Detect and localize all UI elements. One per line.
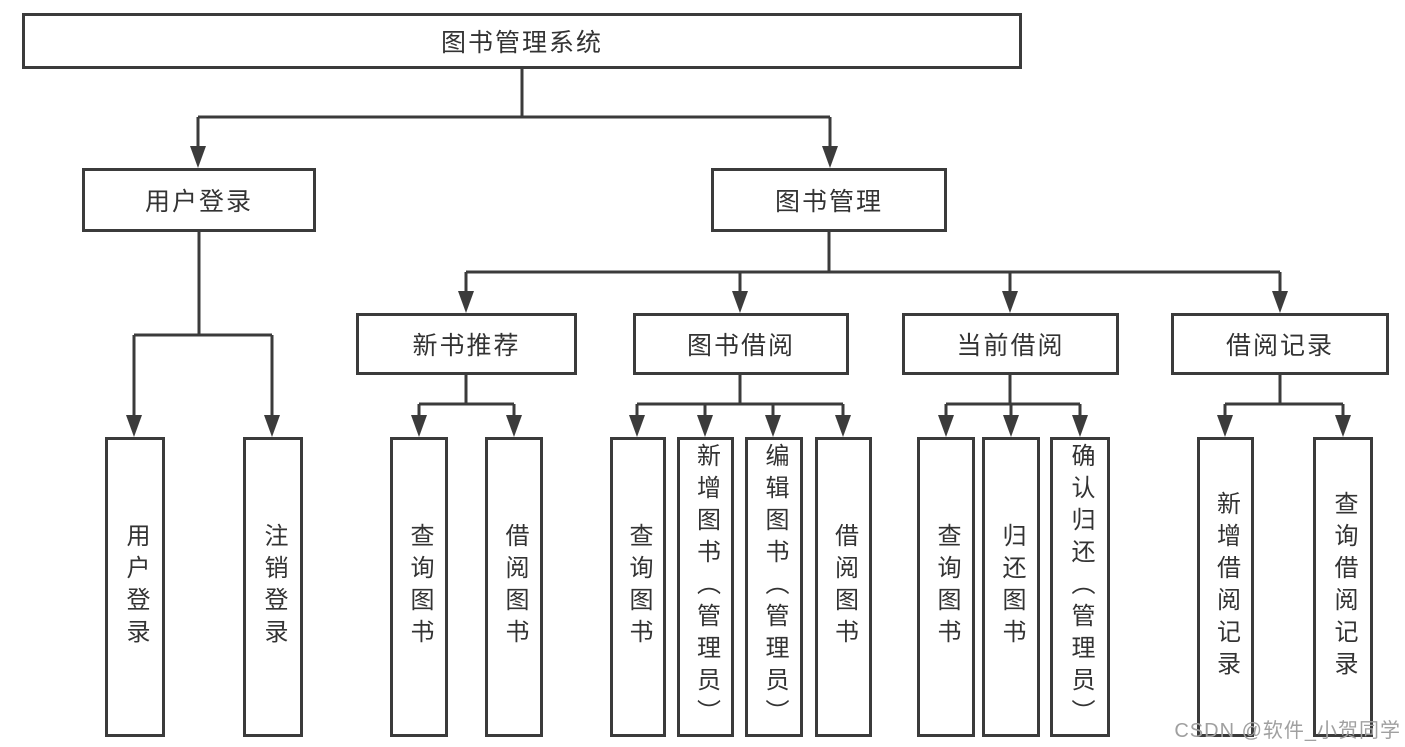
node-book-management-label: 图书管理: [774, 188, 883, 216]
node-book-management: 图书管理: [711, 168, 947, 232]
leaf-cb-query-books-label: 查询图书: [933, 523, 960, 651]
node-root-system: 图书管理系统: [22, 13, 1022, 69]
connector-lines: [132, 69, 1345, 419]
leaf-nbr-query-books: 查询图书: [390, 437, 448, 737]
node-current-borrowing: 当前借阅: [902, 313, 1119, 375]
leaf-br-add-borrow-record: 新增借阅记录: [1197, 437, 1254, 737]
csdn-watermark: CSDN @软件_小贺同学: [1174, 720, 1401, 742]
leaf-nbr-borrow-books-label: 借阅图书: [501, 523, 528, 651]
leaf-nbr-borrow-books: 借阅图书: [485, 437, 543, 737]
leaf-br-query-borrow-record: 查询借阅记录: [1313, 437, 1373, 737]
leaf-bb-query-books: 查询图书: [610, 437, 666, 737]
node-user-login-label: 用户登录: [144, 188, 253, 216]
node-new-book-recommend: 新书推荐: [356, 313, 577, 375]
node-user-login: 用户登录: [82, 168, 316, 232]
leaf-bb-add-books-admin-label: 新增图书（管理员）: [692, 443, 720, 731]
leaf-bb-query-books-label: 查询图书: [625, 523, 652, 651]
leaf-bb-add-books-admin: 新增图书（管理员）: [677, 437, 734, 737]
leaf-cb-return-books: 归还图书: [982, 437, 1040, 737]
leaf-cb-query-books: 查询图书: [917, 437, 975, 737]
leaf-user-login: 用户登录: [105, 437, 165, 737]
leaf-bb-edit-books-admin-label: 编辑图书（管理员）: [761, 443, 788, 731]
node-book-borrowing-label: 图书借阅: [686, 332, 795, 360]
leaf-logout-login: 注销登录: [243, 437, 303, 737]
leaf-br-add-borrow-record-label: 新增借阅记录: [1212, 491, 1240, 683]
node-current-borrowing-label: 当前借阅: [956, 332, 1065, 360]
leaf-bb-borrow-books-label: 借阅图书: [830, 523, 858, 651]
leaf-cb-confirm-return-admin-label: 确认归还（管理员）: [1067, 443, 1094, 731]
leaf-user-login-label: 用户登录: [122, 523, 149, 651]
node-root-system-label: 图书管理系统: [440, 29, 603, 57]
leaf-br-query-borrow-record-label: 查询借阅记录: [1330, 491, 1357, 683]
leaf-logout-login-label: 注销登录: [260, 523, 287, 651]
leaf-bb-edit-books-admin: 编辑图书（管理员）: [745, 437, 803, 737]
node-borrowing-records-label: 借阅记录: [1225, 332, 1334, 360]
node-book-borrowing: 图书借阅: [633, 313, 849, 375]
arrow-down-icons: [126, 146, 1351, 437]
node-borrowing-records: 借阅记录: [1171, 313, 1389, 375]
leaf-bb-borrow-books: 借阅图书: [815, 437, 872, 737]
leaf-cb-confirm-return-admin: 确认归还（管理员）: [1050, 437, 1110, 737]
leaf-cb-return-books-label: 归还图书: [998, 523, 1025, 651]
node-new-book-recommend-label: 新书推荐: [412, 332, 521, 360]
leaf-nbr-query-books-label: 查询图书: [406, 523, 433, 651]
